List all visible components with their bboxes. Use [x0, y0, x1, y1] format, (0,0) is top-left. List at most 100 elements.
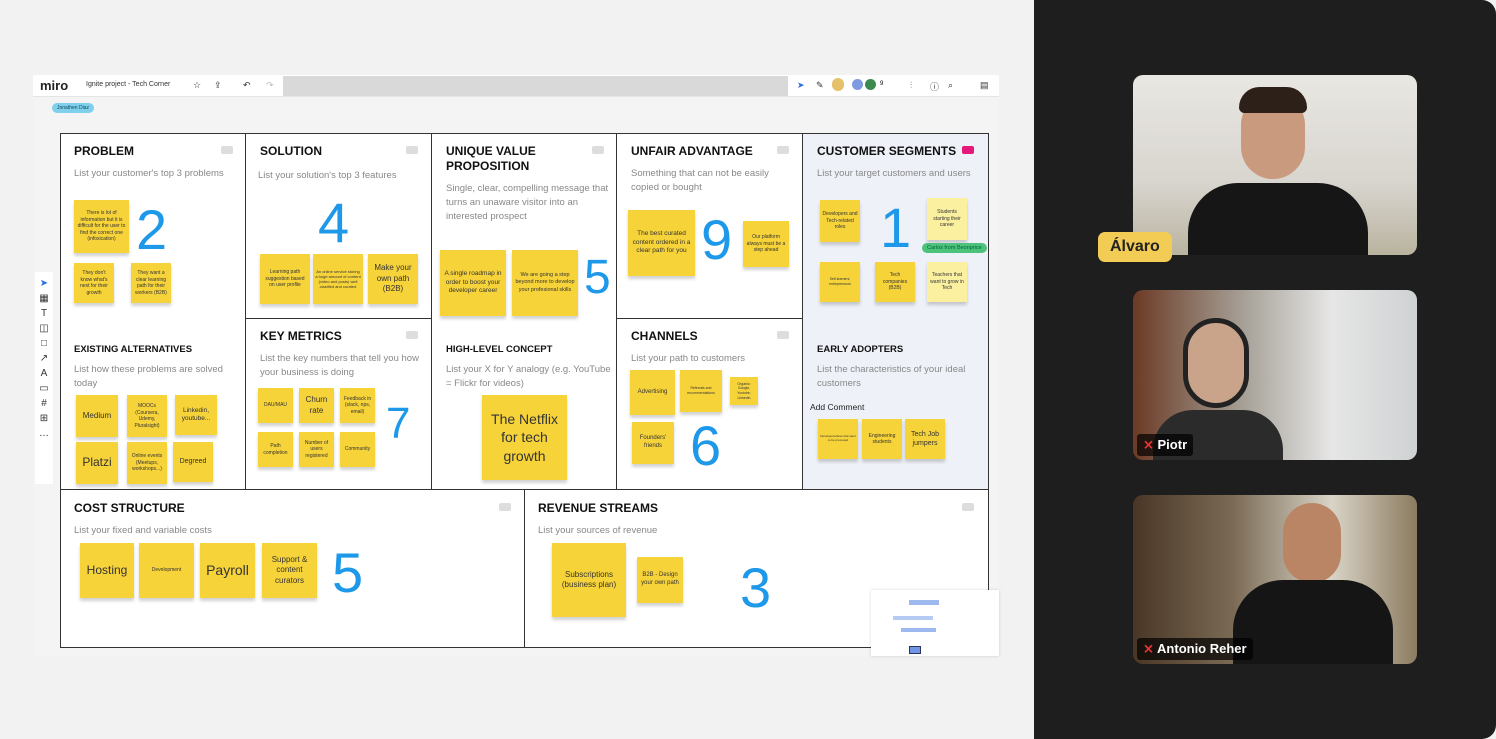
sticky-note[interactable]: Developers/devs that want to be promoted — [818, 419, 858, 459]
sticky-note[interactable]: Linkedin, youtube... — [175, 395, 217, 435]
video-icon[interactable] — [962, 503, 974, 511]
video-tile-alvaro[interactable] — [1133, 75, 1417, 255]
cell-problem — [60, 133, 247, 491]
sticky-note[interactable]: Organic: Google, Youtube, Linkedin — [730, 377, 758, 405]
vote-number: 7 — [386, 399, 411, 448]
connector-icon[interactable]: ↗ — [39, 353, 49, 364]
settings-sliders-icon[interactable]: ⫶ — [910, 80, 913, 90]
search-icon[interactable]: ⌕ — [948, 80, 954, 90]
sticky-note-icon[interactable]: ◫ — [39, 323, 49, 334]
sticky-note[interactable]: Learning path suggestion based on user p… — [260, 254, 310, 304]
notes-icon[interactable]: ▤ — [980, 80, 989, 90]
collaborator-cursor-label: Carlos from Beonprice — [922, 243, 987, 253]
video-tile-piotr[interactable]: ⨯ Piotr — [1133, 290, 1417, 460]
avatar[interactable] — [852, 79, 863, 90]
sticky-note[interactable]: Degreed — [173, 442, 213, 482]
vote-number: 3 — [740, 556, 772, 619]
sticky-note[interactable]: Our platform always must be a step ahead — [743, 221, 789, 267]
sticky-note[interactable]: Subscriptions (business plan) — [552, 543, 626, 617]
video-icon[interactable] — [221, 146, 233, 154]
sticky-note[interactable]: They want a clear learning path for thei… — [131, 263, 171, 303]
sticky-note[interactable]: Churn rate — [299, 388, 334, 423]
sticky-note[interactable]: Platzi — [76, 442, 118, 484]
cell-title: CUSTOMER SEGMENTS — [817, 144, 957, 158]
sticky-note[interactable]: Online events (Meetups, workshops...) — [127, 442, 167, 484]
sticky-note[interactable]: Tech companies (B2B) — [875, 262, 915, 302]
sticky-note[interactable]: Teachers that want to grow in Tech — [927, 262, 967, 302]
sticky-note[interactable]: An online service storing a huge amount … — [313, 254, 363, 304]
board-title[interactable]: Ignite project - Tech Corner — [86, 81, 171, 88]
cell-subtitle: Something that can not be easily copied … — [631, 168, 769, 193]
avatar[interactable] — [865, 79, 876, 90]
video-tile-antonio[interactable]: ⨯ Antonio Reher — [1133, 495, 1417, 664]
sticky-note[interactable]: The Netflix for tech growth — [482, 395, 567, 480]
minimap[interactable] — [871, 590, 999, 656]
cell-subtitle: List the key numbers that tell you how y… — [260, 353, 419, 378]
sticky-note[interactable]: MOOCs (Coursera, Udemy, Pluralsight) — [127, 395, 167, 437]
sticky-note[interactable]: Self-learners, entrepreneurs — [820, 262, 860, 302]
sticky-note[interactable]: We are going a step beyond more to devel… — [512, 250, 578, 316]
video-icon[interactable] — [406, 146, 418, 154]
undo-icon[interactable]: ↶ — [243, 80, 251, 90]
sticky-note[interactable]: Students starting their career — [927, 198, 967, 240]
vote-number: 6 — [690, 414, 722, 477]
sticky-note[interactable]: Path completion — [258, 432, 293, 467]
vote-number: 2 — [136, 198, 168, 261]
more-icon[interactable]: … — [39, 428, 49, 439]
sticky-note[interactable]: Founders' friends — [632, 422, 674, 464]
sticky-note[interactable]: Make your own path (B2B) — [368, 254, 418, 304]
reaction-icon[interactable]: ✎ — [816, 80, 824, 90]
cursor-icon[interactable]: ➤ — [797, 80, 805, 90]
participant-name-tag: Álvaro — [1098, 232, 1172, 262]
select-icon[interactable]: ➤ — [39, 278, 49, 289]
vote-number: 9 — [701, 208, 733, 271]
star-icon[interactable]: ☆ — [193, 80, 202, 90]
sticky-note[interactable]: The best curated content ordered in a cl… — [628, 210, 695, 276]
cell-title: COST STRUCTURE — [74, 501, 185, 515]
upload-icon[interactable]: ⇪ — [214, 80, 222, 90]
avatar[interactable] — [832, 78, 844, 91]
shape-icon[interactable]: □ — [40, 338, 48, 349]
redo-icon[interactable]: ↷ — [266, 80, 274, 90]
sticky-note[interactable]: Community — [340, 432, 375, 467]
sticky-note[interactable]: There is lot of information but it is di… — [74, 200, 129, 253]
video-icon[interactable] — [777, 146, 789, 154]
participant-name: ⨯ Antonio Reher — [1137, 638, 1253, 660]
sticky-note[interactable]: Hosting — [80, 543, 134, 598]
upload-icon[interactable]: ⊞ — [39, 413, 49, 424]
sticky-note[interactable]: B2B - Design your own path — [637, 557, 683, 603]
frame-icon[interactable]: # — [41, 398, 47, 409]
video-icon[interactable] — [777, 331, 789, 339]
notifications-icon[interactable]: ⓘ — [930, 82, 940, 92]
sticky-note[interactable]: DAU/MAU — [258, 388, 293, 423]
sticky-note[interactable]: Advertising — [630, 370, 675, 415]
sticky-note[interactable]: Payroll — [200, 543, 255, 598]
cell-subtitle: List your solution's top 3 features — [258, 170, 397, 181]
cell-subtitle: List your fixed and variable costs — [74, 525, 212, 536]
cell-subtitle: List the characteristics of your ideal c… — [817, 364, 966, 389]
sticky-note[interactable]: Support & content curators — [262, 543, 317, 598]
sticky-note[interactable]: Engineering students — [862, 419, 902, 459]
cell-title: EXISTING ALTERNATIVES — [74, 344, 193, 355]
pen-icon[interactable]: A — [40, 368, 48, 379]
sticky-note[interactable]: Feedback in (slack, nps, email) — [340, 388, 375, 423]
video-icon[interactable] — [406, 331, 418, 339]
sticky-note[interactable]: They don't know what's next for their gr… — [74, 263, 114, 303]
video-icon[interactable] — [592, 146, 604, 154]
left-toolbar: ➤ ▦ T ◫ □ ↗ A ▭ # ⊞ … — [35, 272, 53, 484]
sticky-note[interactable]: Number of users registered — [299, 432, 334, 467]
sticky-note[interactable]: A single roadmap in order to boost your … — [440, 250, 506, 316]
video-icon[interactable] — [499, 503, 511, 511]
sticky-note[interactable]: Developers and Tech-related roles — [820, 200, 860, 242]
comment-icon[interactable]: ▭ — [39, 383, 49, 394]
video-icon[interactable] — [962, 146, 974, 154]
add-comment-label[interactable]: Add Comment — [810, 402, 865, 412]
text-icon[interactable]: T — [40, 308, 48, 319]
template-icon[interactable]: ▦ — [39, 293, 49, 304]
cell-title: EARLY ADOPTERS — [817, 344, 904, 355]
sticky-note[interactable]: Medium — [76, 395, 118, 437]
sticky-note[interactable]: Referrals and recommendations — [680, 370, 722, 412]
cell-title: PROBLEM — [74, 144, 134, 158]
sticky-note[interactable]: Development — [139, 543, 194, 598]
sticky-note[interactable]: Tech Job jumpers — [905, 419, 945, 459]
